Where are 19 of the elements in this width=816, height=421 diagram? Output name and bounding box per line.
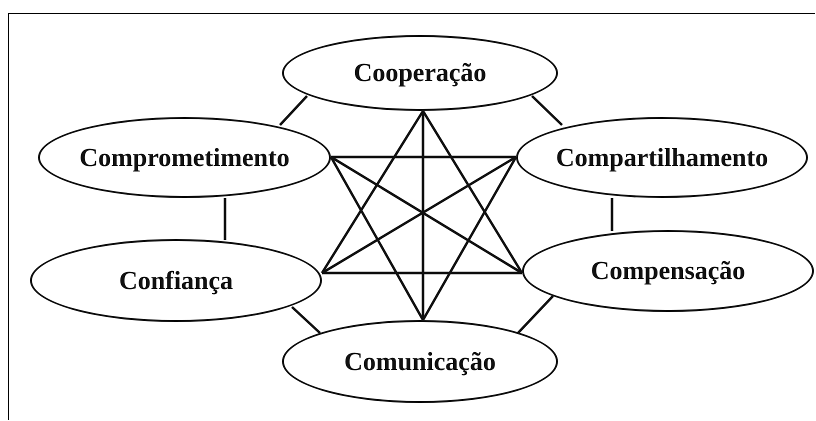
connector-line	[224, 198, 226, 240]
node-label: Cooperação	[354, 58, 486, 88]
connector-line	[320, 110, 424, 274]
node-label: Compensação	[590, 256, 746, 286]
connector-line	[610, 198, 614, 231]
connector-line	[422, 156, 518, 321]
node-label: Compartilhamento	[556, 142, 768, 172]
connector-line	[291, 306, 321, 334]
connector-line	[422, 111, 424, 320]
connector-line	[330, 156, 424, 321]
connector-line	[517, 295, 554, 334]
connector-line	[279, 95, 308, 126]
connector-line	[331, 156, 516, 158]
connector-line	[531, 95, 563, 126]
connector-line	[322, 272, 522, 274]
node-label: Comunicação	[344, 346, 496, 376]
node-label: Comprometimento	[79, 142, 290, 172]
node-label: Confiança	[118, 266, 234, 296]
connector-line	[422, 110, 524, 274]
